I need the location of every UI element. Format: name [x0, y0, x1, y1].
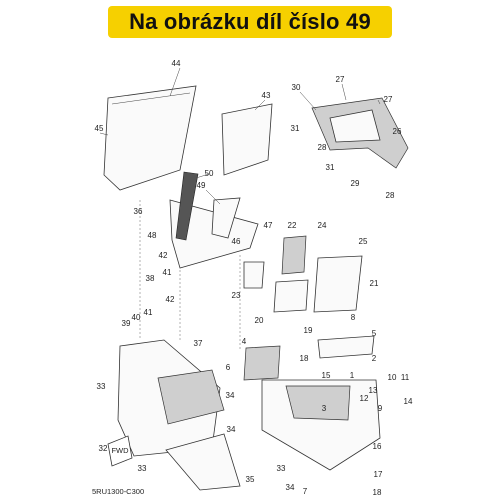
callout-31b: 31	[326, 163, 335, 172]
callout-7: 7	[303, 487, 308, 496]
header-banner: Na obrázku díl číslo 49	[108, 6, 392, 38]
callout-3: 3	[322, 404, 327, 413]
meter-21	[313, 255, 363, 313]
callout-33b: 33	[138, 464, 147, 473]
callout-20: 20	[255, 316, 264, 325]
frame-23	[243, 261, 265, 289]
frame-20	[273, 279, 309, 313]
callout-25: 25	[359, 237, 368, 246]
callout-18a: 18	[300, 354, 309, 363]
callout-17: 17	[374, 470, 383, 479]
callout-28b: 28	[386, 191, 395, 200]
callout-41a: 41	[163, 268, 172, 277]
callout-10: 10	[388, 373, 397, 382]
callout-2: 2	[372, 354, 377, 363]
callout-32: 32	[99, 444, 108, 453]
callout-16: 16	[373, 442, 382, 451]
stay-50	[175, 171, 199, 241]
callout-12: 12	[360, 394, 369, 403]
callout-8: 8	[351, 313, 356, 322]
header-title: Na obrázku díl číslo 49	[129, 9, 371, 34]
callout-4: 4	[242, 337, 247, 346]
callout-19: 19	[304, 326, 313, 335]
windscreen-44	[103, 85, 197, 191]
callout-13: 13	[369, 386, 378, 395]
callout-46: 46	[232, 237, 241, 246]
callout-15: 15	[322, 371, 331, 380]
callout-33a: 33	[97, 382, 106, 391]
callout-26: 26	[393, 127, 402, 136]
callout-6: 6	[226, 363, 231, 372]
callout-34a: 34	[226, 391, 235, 400]
callout-39: 39	[122, 319, 131, 328]
callout-21: 21	[370, 279, 379, 288]
callout-27b: 27	[384, 95, 393, 104]
callout-45: 45	[95, 124, 104, 133]
panel-22	[281, 235, 307, 275]
callout-29: 29	[351, 179, 360, 188]
callout-42b: 42	[166, 295, 175, 304]
callout-18b: 18	[373, 488, 382, 497]
bracket-5	[317, 335, 375, 359]
windscreen-43	[221, 103, 273, 176]
callout-23: 23	[232, 291, 241, 300]
callout-38: 38	[146, 274, 155, 283]
side-cowl-35	[165, 433, 241, 491]
callout-42a: 42	[159, 251, 168, 260]
diagram-code: 5RU1300-C300	[92, 487, 144, 496]
callout-22: 22	[288, 221, 297, 230]
callout-50: 50	[205, 169, 214, 178]
callout-35: 35	[246, 475, 255, 484]
callout-41b: 41	[144, 308, 153, 317]
callout-28a: 28	[318, 143, 327, 152]
callout-34c: 34	[286, 483, 295, 492]
callout-5: 5	[372, 329, 377, 338]
callout-36: 36	[134, 207, 143, 216]
callout-40: 40	[132, 313, 141, 322]
inner-duct	[157, 369, 225, 425]
callout-49: 49	[197, 181, 206, 190]
callout-14: 14	[404, 397, 413, 406]
callout-48: 48	[148, 231, 157, 240]
callout-1: 1	[350, 371, 355, 380]
strip-49	[211, 197, 241, 239]
callout-31a: 31	[291, 124, 300, 133]
callout-24: 24	[318, 221, 327, 230]
callout-9: 9	[378, 404, 383, 413]
callout-34b: 34	[227, 425, 236, 434]
callout-37: 37	[194, 339, 203, 348]
bracket-6	[243, 345, 281, 381]
callout-43: 43	[262, 91, 271, 100]
callout-30: 30	[292, 83, 301, 92]
callout-27a: 27	[336, 75, 345, 84]
fwd-arrow-icon: FWD	[107, 435, 133, 467]
callout-33c: 33	[277, 464, 286, 473]
callout-47: 47	[264, 221, 273, 230]
fwd-label: FWD	[111, 446, 129, 455]
callout-44: 44	[172, 59, 181, 68]
callout-11: 11	[401, 373, 410, 382]
